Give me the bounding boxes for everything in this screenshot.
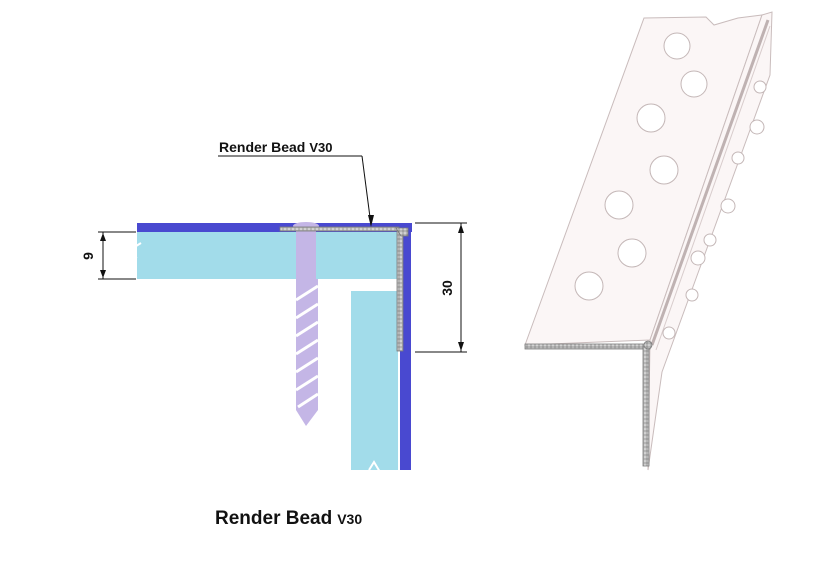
bead-section-profile (524, 340, 653, 467)
render-side-strip (400, 223, 411, 470)
break-mark-bottom (368, 460, 381, 473)
leader-arrow (368, 215, 374, 227)
cross-section (98, 155, 467, 473)
board-horizontal (137, 232, 399, 279)
dimension-left-value: 9 (80, 252, 96, 260)
bead-flange-side (647, 11, 773, 471)
bead-profile (279, 226, 409, 352)
dimension-right (415, 222, 467, 353)
bead-holes-small (662, 80, 767, 340)
dimension-right-value: 30 (439, 280, 455, 296)
render-top-strip (137, 223, 412, 232)
bead-3d-illustration (524, 11, 773, 471)
bead-nose-ridge (650, 19, 770, 346)
break-mark-left (122, 242, 142, 259)
bead-holes-large (574, 32, 708, 301)
leader-line (361, 155, 372, 226)
board-vertical (351, 291, 398, 470)
screw (293, 222, 319, 426)
